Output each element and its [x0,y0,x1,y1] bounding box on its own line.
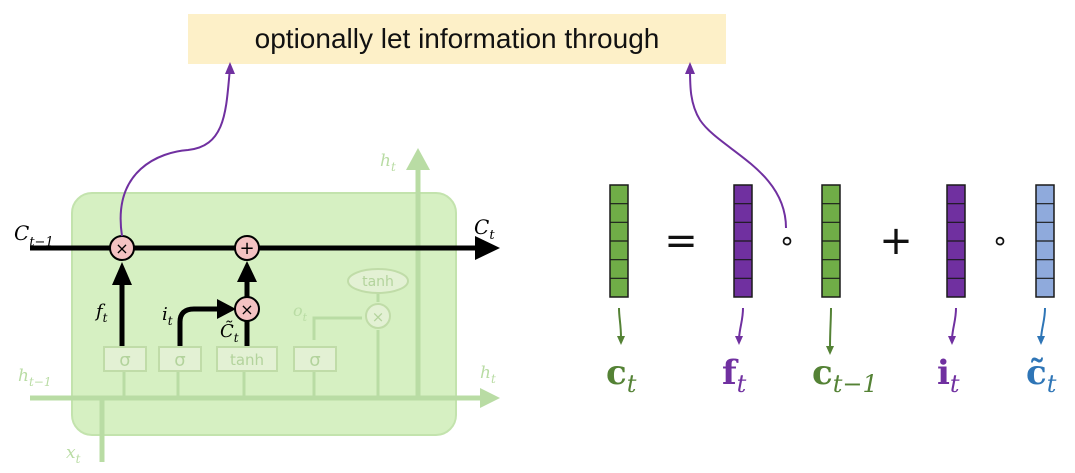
label-ct: ct [606,353,637,398]
forget-multiply-symbol: × [115,239,128,258]
sigma-label-2: σ [174,350,185,371]
gate-boxes: σ σ tanh σ tanh × [103,268,409,372]
add-symbol: + [239,238,254,259]
equation: = ∘ + ∘ ct ft ct−1 it c̃t [606,184,1057,398]
input-multiply-symbol: × [240,300,253,319]
cell-state-in-label: Ct−1 [14,221,54,250]
arrow-ft [738,307,744,339]
arrow-ft-head [735,336,743,345]
lstm-cell: σ σ tanh σ tanh × × + × [14,148,500,466]
label-ct-1: ct−1 [812,353,878,398]
input-multiply-circle [234,296,260,322]
output-gate-label: ot [293,301,308,324]
label-it: it [937,353,960,398]
plus-sign: + [879,218,913,264]
arrow-ct-1 [829,307,832,349]
candidate-label: C̃t [220,320,239,345]
add-circle [234,235,260,261]
arrow-ct-head [617,336,625,345]
pointer-to-forget-multiply [119,67,231,237]
pointer-to-hadamard [689,67,787,229]
callout-pointers [119,62,787,237]
tanh-gate [216,346,278,372]
hadamard-1: ∘ [778,224,796,257]
vector-ct [609,184,629,298]
input-gate-arrowhead [217,299,236,319]
vector-it [946,184,966,298]
add-arrowhead [237,261,257,282]
input-gate-path [177,306,220,346]
sigma-gate-forget [103,346,147,372]
output-multiply-faint-symbol: × [372,308,385,326]
vector-ft [733,184,753,298]
arrow-ct-1-head [826,346,834,355]
hadamard-2: ∘ [991,224,1009,257]
callout-box: optionally let information through [188,14,726,64]
arrow-ct [618,307,622,339]
label-ct-tilde: c̃t [1026,353,1057,398]
arrow-it-head [948,336,956,345]
tanh-pointwise-label: tanh [362,274,394,290]
arrow-ct-tilde [1040,307,1046,339]
vector-ct-tilde [1035,184,1055,298]
vector-ct-1 [821,184,841,298]
arrow-it [951,307,957,339]
sigma-label-1: σ [119,350,130,371]
sigma-label-3: σ [309,350,320,371]
faint-internals [30,148,500,462]
hidden-top-label: ht [380,151,396,174]
forget-arrowhead [112,262,132,285]
equals-sign: = [664,218,698,264]
input-gate-label: it [162,304,173,328]
hidden-out-label: ht [480,363,496,386]
hidden-in-label: ht−1 [18,366,51,389]
label-ft: ft [722,353,747,398]
tanh-gate-label: tanh [230,351,264,369]
arrow-ct-tilde-head [1037,336,1045,345]
cell-state-out-label: Ct [474,215,495,243]
cell-state-arrowhead [475,236,500,260]
tanh-pointwise [347,268,409,294]
input-x-label: xt [66,443,81,466]
output-multiply-faint [365,303,391,329]
cell-background [71,192,457,436]
callout-text: optionally let information through [254,23,660,54]
pointer-right-arrowhead [685,62,695,74]
sigma-gate-output [293,346,337,372]
pointwise-ops: × + × [109,235,260,322]
sigma-gate-input [158,346,202,372]
pointer-left-arrowhead [225,62,235,74]
